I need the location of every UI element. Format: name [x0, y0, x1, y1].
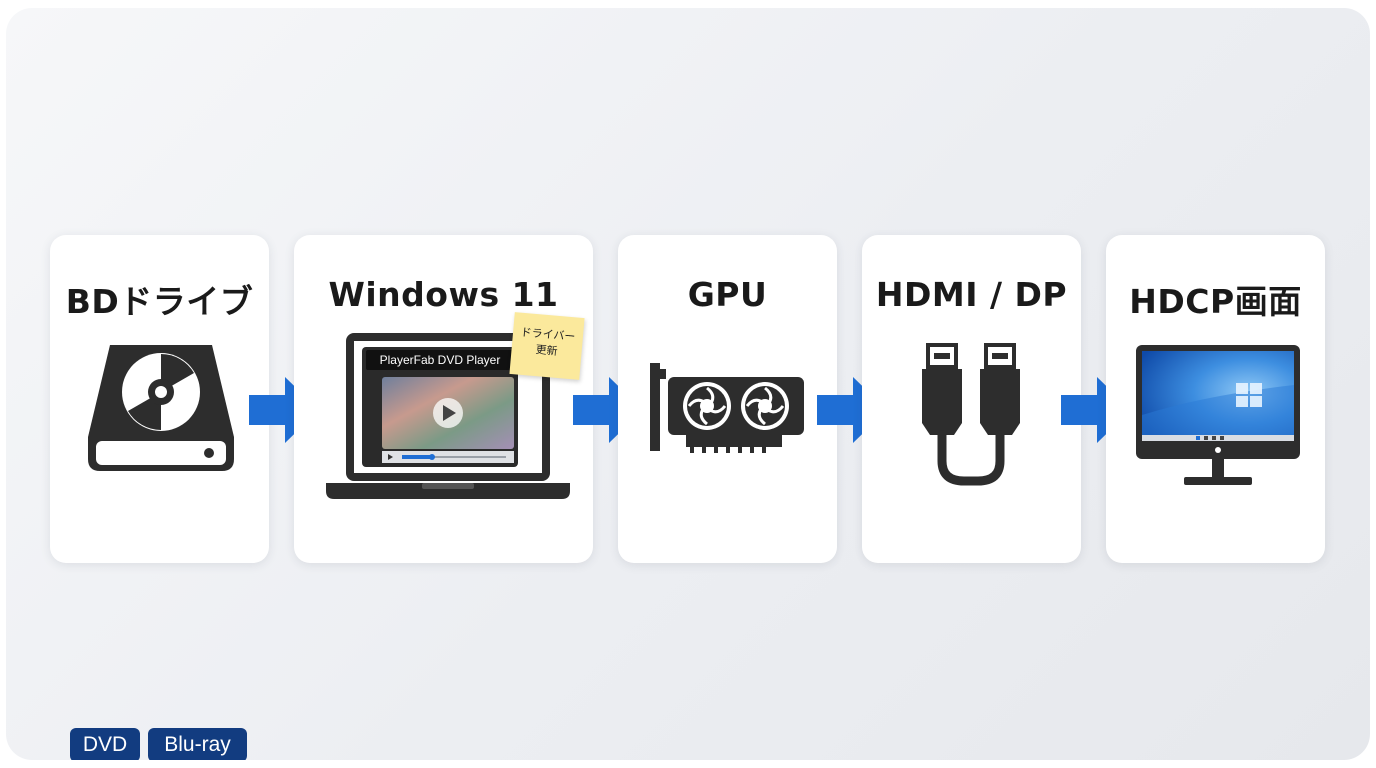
dvd-badge: DVD [70, 728, 140, 760]
stage-title: HDMI / DP [875, 275, 1068, 314]
stage-card-hdmi-dp: HDMI / DP [862, 235, 1081, 563]
graphics-card-icon [650, 363, 804, 453]
laptop-icon [326, 333, 570, 499]
diagram-canvas: BDドライブ DVD Blu-ray Windows 11 [6, 8, 1370, 760]
optical-drive-icon [88, 345, 234, 471]
driver-update-sticky-note: ドライバー 更新 [509, 312, 585, 380]
stage-card-hdcp-screen: HDCP画面 [1106, 235, 1325, 563]
stage-title: HDCP画面 [1129, 282, 1302, 321]
stage-title: Windows 11 [328, 275, 559, 314]
bluray-badge: Blu-ray [148, 728, 247, 760]
stage-card-bd-drive: BDドライブ DVD Blu-ray [50, 235, 269, 760]
hdmi-displayport-cable-icon [922, 343, 1020, 486]
stage-card-gpu: GPU [618, 235, 837, 563]
stage-card-windows: Windows 11 PlayerFa [294, 235, 593, 563]
monitor-icon [1136, 345, 1300, 485]
player-app-label: PlayerFab DVD Player [366, 350, 514, 370]
stage-title: GPU [687, 275, 768, 314]
stage-title: BDドライブ [65, 282, 254, 321]
